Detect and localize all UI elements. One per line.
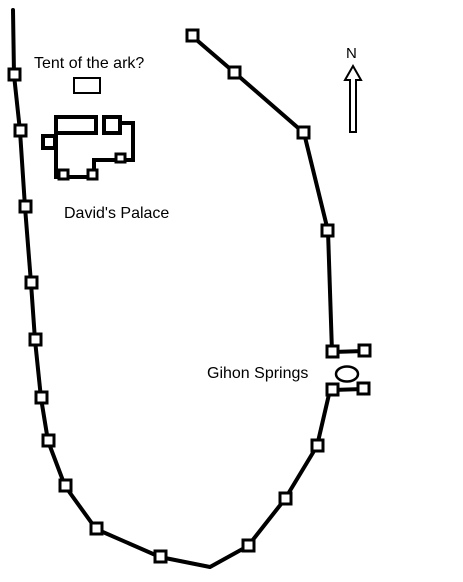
spring-ellipse-icon [334, 365, 360, 383]
tower-square-icon [320, 223, 335, 238]
tower-square-icon [41, 433, 56, 448]
palace-top-block [54, 115, 98, 135]
tower-square-icon [227, 65, 242, 80]
tower-square-icon [13, 123, 28, 138]
palace-structure [41, 115, 135, 181]
tower-square-icon [241, 538, 256, 553]
tower-square-icon [89, 521, 104, 536]
palace-s-tower [86, 168, 99, 181]
palace-label: David's Palace [64, 205, 169, 222]
palace-sw-tower [57, 168, 70, 181]
palace-ne-tower [102, 115, 122, 135]
wall-towers [7, 28, 372, 564]
palace-outline [54, 119, 135, 179]
tower-square-icon [34, 390, 49, 405]
tower-square-icon [18, 199, 33, 214]
tower-square-icon [24, 275, 39, 290]
tower-square-icon [325, 344, 340, 359]
spring-label: Gihon Springs [207, 365, 308, 382]
tower-square-icon [357, 343, 372, 358]
tower-square-icon [310, 438, 325, 453]
tower-square-icon [28, 332, 43, 347]
tower-square-icon [153, 549, 168, 564]
tower-square-icon [325, 382, 340, 397]
tent-label: Tent of the ark? [34, 55, 144, 72]
palace-west-tower [41, 134, 57, 150]
palace-inner-tower [114, 152, 127, 164]
north-arrow-icon [343, 63, 363, 133]
tower-square-icon [356, 381, 371, 396]
tower-square-icon [296, 125, 311, 140]
tower-square-icon [7, 67, 22, 82]
north-label: N [346, 45, 357, 62]
tower-square-icon [278, 491, 293, 506]
western-wall [11, 8, 332, 569]
tent-rectangle-icon [73, 77, 101, 94]
eastern-wall [190, 34, 334, 354]
tower-square-icon [185, 28, 200, 43]
tower-square-icon [58, 478, 73, 493]
